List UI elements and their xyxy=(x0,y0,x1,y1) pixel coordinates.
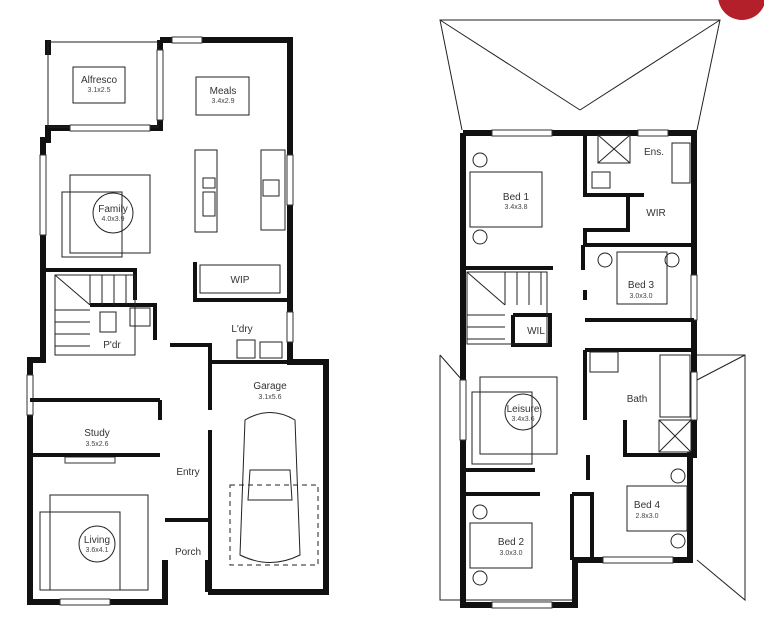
room-size-bed-4: 2.8x3.0 xyxy=(636,513,659,520)
upper-floor: Bed 1 3.4x3.8 Ens. WIR Bed 3 3.0x3.0 WIL… xyxy=(439,19,746,609)
room-label-ens: Ens. xyxy=(644,147,664,158)
room-label-alfresco: Alfresco xyxy=(81,75,118,86)
room-label-family: Family xyxy=(98,204,127,215)
room-label-pdr: P'dr xyxy=(103,340,121,351)
room-label-wip: WIP xyxy=(231,275,250,286)
room-label-leisure: Leisure xyxy=(507,404,540,415)
room-size-bed-1: 3.4x3.8 xyxy=(505,204,528,211)
room-label-porch: Porch xyxy=(175,547,201,558)
room-label-meals: Meals xyxy=(210,86,237,97)
ground-floor: Alfresco 3.1x2.5 Meals 3.4x2.9 Family 4.… xyxy=(26,36,329,606)
room-size-bed-2: 3.0x3.0 xyxy=(500,550,523,557)
room-size-garage: 3.1x5.6 xyxy=(259,394,282,401)
brand-badge xyxy=(718,0,764,20)
room-label-ldry: L'dry xyxy=(231,324,252,335)
room-label-bed-1: Bed 1 xyxy=(503,192,530,203)
room-label-bed-4: Bed 4 xyxy=(634,500,661,511)
room-size-alfresco: 3.1x2.5 xyxy=(88,87,111,94)
room-label-bed-3: Bed 3 xyxy=(628,280,655,291)
room-size-meals: 3.4x2.9 xyxy=(212,98,235,105)
room-size-leisure: 3.4x3.6 xyxy=(512,416,535,423)
room-label-entry: Entry xyxy=(176,467,199,478)
room-size-family: 4.0x3.9 xyxy=(102,216,125,223)
room-label-wir: WIR xyxy=(646,208,665,219)
room-label-bed-2: Bed 2 xyxy=(498,537,525,548)
room-label-bath: Bath xyxy=(627,394,648,405)
room-label-study: Study xyxy=(84,428,110,439)
room-size-bed-3: 3.0x3.0 xyxy=(630,293,653,300)
room-size-living: 3.6x4.1 xyxy=(86,547,109,554)
room-label-living: Living xyxy=(84,535,110,546)
room-size-study: 3.5x2.6 xyxy=(86,441,109,448)
room-label-wil: WIL xyxy=(527,326,545,337)
room-label-garage: Garage xyxy=(253,381,287,392)
